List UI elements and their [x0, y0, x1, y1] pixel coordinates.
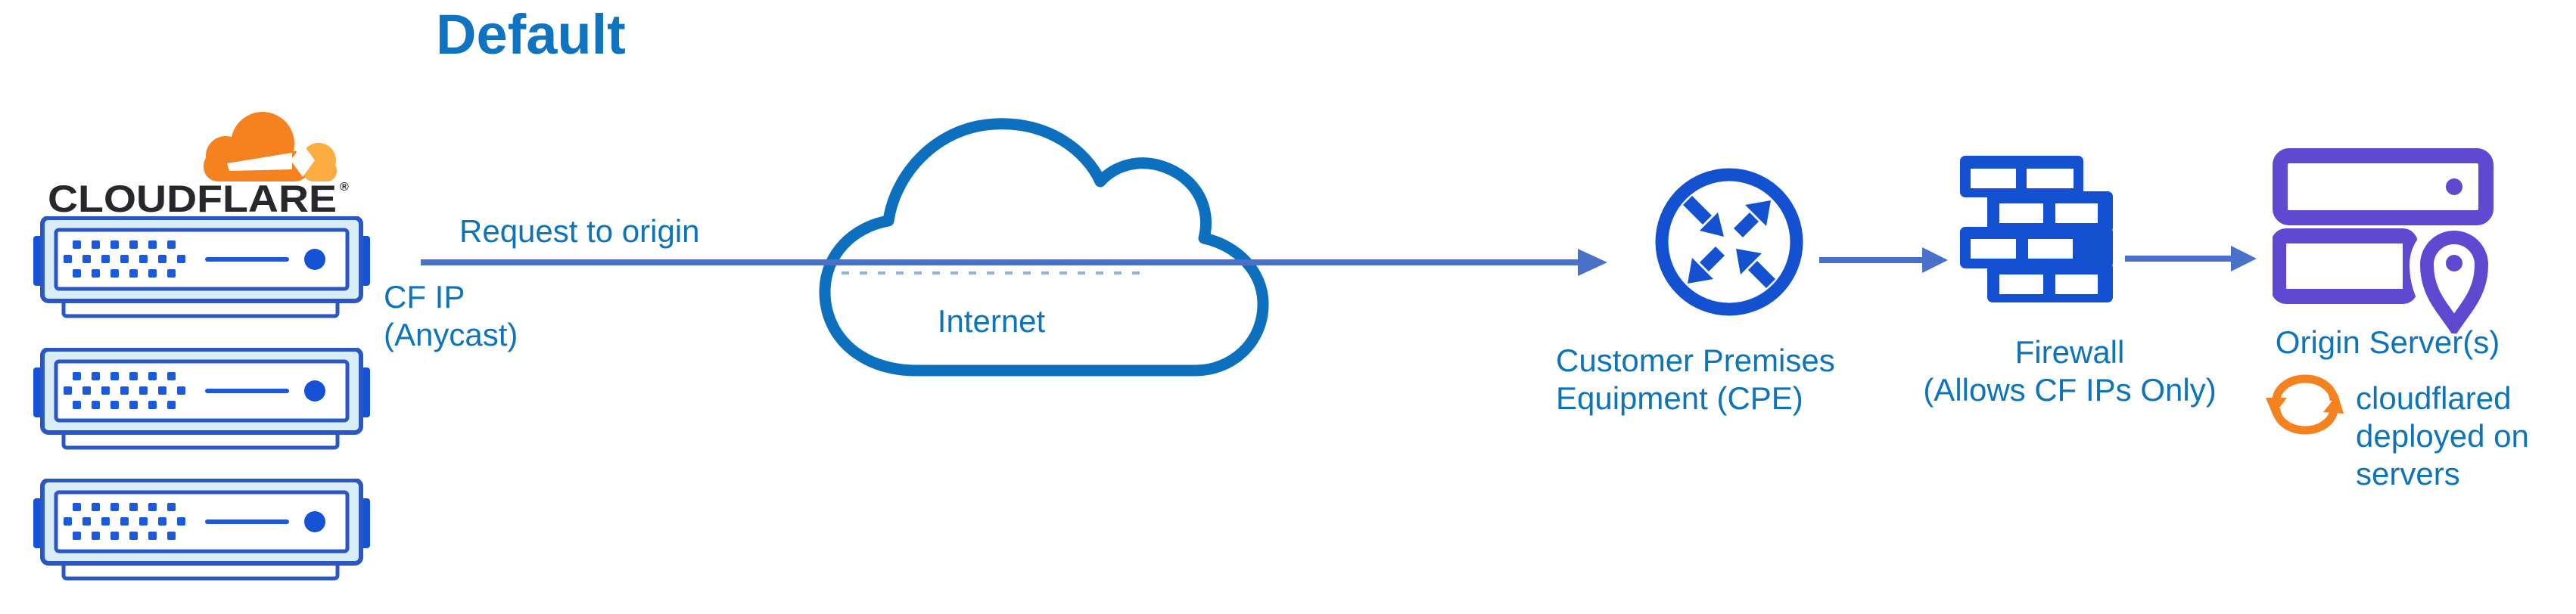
firewall-icon [1960, 156, 2113, 302]
cpe-label: Customer Premises Equipment (CPE) [1556, 343, 1835, 416]
cloudflare-cloud-mark [204, 112, 337, 181]
cloudflare-logo-icon: CLOUDFLARE ® [48, 112, 349, 220]
arrowhead [2231, 246, 2257, 271]
edge-server-icon [33, 348, 370, 450]
cpe-router-icon [1655, 168, 1803, 316]
request-to-origin-label: Request to origin [459, 213, 700, 249]
origin-servers-icon [2273, 148, 2500, 333]
page-title: Default [436, 3, 626, 66]
firewall-label: Firewall (Allows CF IPs Only) [1923, 334, 2217, 408]
internet-label: Internet [937, 303, 1046, 339]
edge-server-icon [33, 479, 370, 581]
edge-server-icon [33, 216, 370, 318]
cloudflared-note: cloudflared deployed on servers [2356, 380, 2529, 492]
cf-ip-anycast-label: CF IP (Anycast) [384, 279, 518, 352]
arrowhead [1578, 249, 1607, 276]
sync-icon [2266, 374, 2344, 435]
registered-mark: ® [340, 181, 349, 194]
internet-cloud-icon [819, 118, 1269, 377]
location-pin-icon [2419, 231, 2489, 333]
arrowhead [1922, 247, 1948, 273]
cloudflare-wordmark: CLOUDFLARE [48, 178, 337, 220]
origin-label: Origin Server(s) [2275, 324, 2500, 360]
